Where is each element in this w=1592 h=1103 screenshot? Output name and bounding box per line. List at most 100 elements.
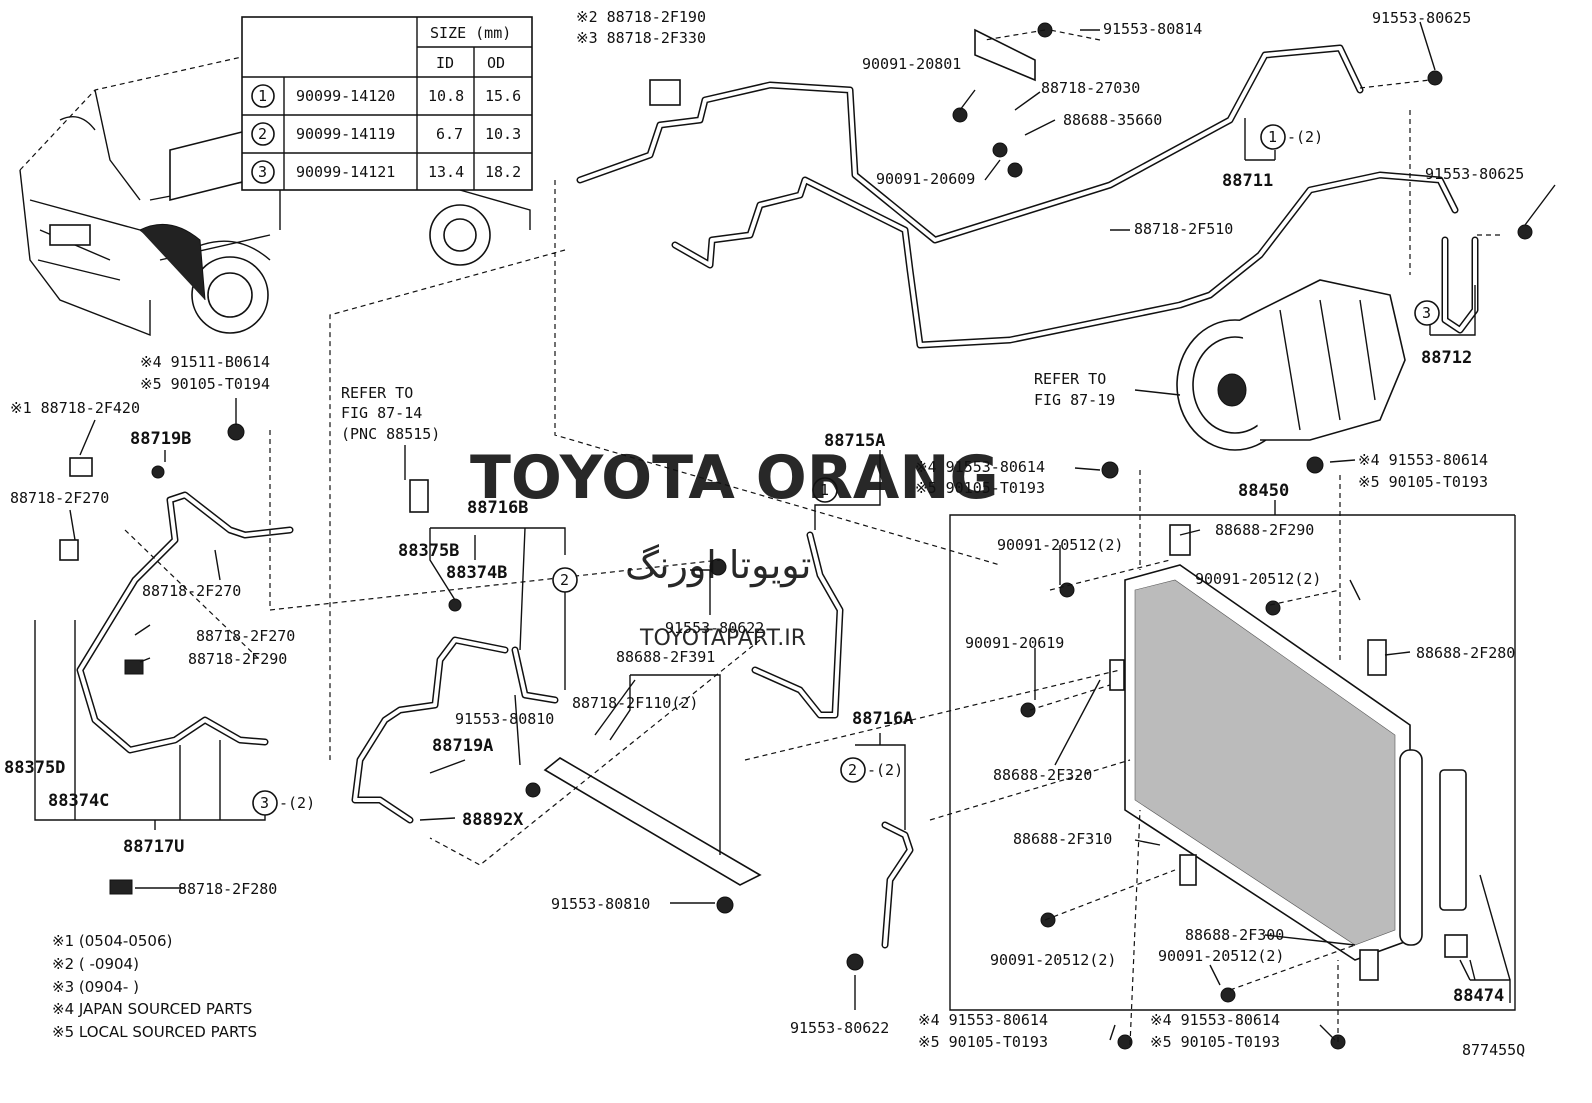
part-label: ※5 90105-T0193 bbox=[918, 1033, 1048, 1051]
part-label: 90091-20512(2) bbox=[1195, 570, 1321, 588]
footnote: ※4 JAPAN SOURCED PARTS bbox=[52, 1000, 252, 1018]
size-row-id: 10.8 bbox=[428, 87, 464, 105]
size-table-col-id: ID bbox=[436, 54, 454, 72]
size-row-num: 3 bbox=[258, 163, 267, 181]
refrigerant-pipes bbox=[76, 44, 1479, 949]
part-label: 88718-2F270 bbox=[142, 582, 241, 600]
part-label: 88718-2F270 bbox=[196, 627, 295, 645]
part-label: 91553-80622 bbox=[790, 1019, 889, 1037]
callout-2: 2 bbox=[560, 571, 569, 589]
part-label: 88711 bbox=[1222, 171, 1273, 191]
part-label: 88719B bbox=[130, 429, 191, 449]
part-label: 88718-2F510 bbox=[1134, 220, 1233, 238]
part-label: FIG 87-19 bbox=[1034, 391, 1115, 409]
watermark-brand: TOYOTA ORANG bbox=[470, 443, 999, 513]
footnote: ※3 (0904- ) bbox=[52, 978, 139, 996]
footnotes: ※1 (0504-0506) ※2 ( -0904) ※3 (0904- ) ※… bbox=[52, 932, 257, 1041]
part-label: 88718-2F280 bbox=[178, 880, 277, 898]
label-c2-2: -(2) bbox=[867, 761, 903, 779]
watermark: TOYOTA ORANG تویوتا اورنگ TOYOTAPART.IR bbox=[470, 443, 999, 651]
part-label: ※4 91553-80614 bbox=[915, 458, 1045, 476]
size-row-num: 2 bbox=[258, 125, 267, 143]
condenser bbox=[1124, 564, 1468, 961]
part-label: 88717U bbox=[123, 837, 184, 857]
part-label: ※5 90105-T0193 bbox=[915, 479, 1045, 497]
part-label: 88718-27030 bbox=[1041, 79, 1140, 97]
part-label: 88716B bbox=[467, 498, 528, 518]
size-table-col-od: OD bbox=[487, 54, 505, 72]
part-label: 88375D bbox=[4, 758, 65, 778]
footnote: ※5 LOCAL SOURCED PARTS bbox=[52, 1023, 257, 1041]
part-label: 88474 bbox=[1453, 986, 1504, 1006]
callout-1: 1 bbox=[820, 481, 829, 499]
part-label: 88718-2F290 bbox=[188, 650, 287, 668]
part-labels: ※2 88718-2F190 ※3 88718-2F330 91553-8081… bbox=[4, 8, 1525, 1059]
brackets-and-bolts bbox=[59, 22, 1533, 1050]
size-table: SIZE (mm) ID OD 1 90099-14120 10.8 15.6 … bbox=[241, 16, 533, 191]
part-label: 88718-2F270 bbox=[10, 489, 109, 507]
part-label: (PNC 88515) bbox=[341, 425, 440, 443]
part-label: 90091-20609 bbox=[876, 170, 975, 188]
size-row-od: 18.2 bbox=[485, 163, 521, 181]
part-label: REFER TO bbox=[341, 384, 413, 402]
part-label: ※4 91511-B0614 bbox=[140, 353, 270, 371]
part-label: 90091-20619 bbox=[965, 634, 1064, 652]
part-label: ※1 88718-2F420 bbox=[10, 399, 140, 417]
callout-3: 3 bbox=[1422, 304, 1431, 322]
part-label: 88719A bbox=[432, 736, 493, 756]
part-label: 88688-35660 bbox=[1063, 111, 1162, 129]
size-row-part: 90099-14119 bbox=[296, 125, 395, 143]
part-label: 90091-20801 bbox=[862, 55, 961, 73]
size-row-part: 90099-14121 bbox=[296, 163, 395, 181]
part-label: REFER TO bbox=[1034, 370, 1106, 388]
size-row-od: 15.6 bbox=[485, 87, 521, 105]
label-c3-2: -(2) bbox=[279, 794, 315, 812]
part-label: 88716A bbox=[852, 709, 913, 729]
leader-lines bbox=[34, 21, 1556, 1046]
part-label: 88715A bbox=[824, 431, 885, 451]
part-label: 88374B bbox=[446, 563, 507, 583]
size-table-header: SIZE (mm) bbox=[430, 24, 511, 42]
part-label: ※4 91553-80614 bbox=[1150, 1011, 1280, 1029]
part-label: ※3 88718-2F330 bbox=[576, 29, 706, 47]
part-label: 88688-2F391 bbox=[616, 648, 715, 666]
part-label: 88712 bbox=[1421, 348, 1472, 368]
part-label: ※2 88718-2F190 bbox=[576, 8, 706, 26]
part-label: 88450 bbox=[1238, 481, 1289, 501]
size-row-part: 90099-14120 bbox=[296, 87, 395, 105]
footnote: ※1 (0504-0506) bbox=[52, 932, 172, 950]
watermark-site: TOYOTAPART.IR bbox=[639, 626, 806, 651]
label-c1-2: -(2) bbox=[1287, 128, 1323, 146]
part-label: 88688-2F320 bbox=[993, 766, 1092, 784]
part-label: 88718-2F110(2) bbox=[572, 694, 698, 712]
part-label: 88688-2F310 bbox=[1013, 830, 1112, 848]
part-label: ※4 91553-80614 bbox=[918, 1011, 1048, 1029]
footnote: ※2 ( -0904) bbox=[52, 955, 139, 973]
part-label: 91553-80625 bbox=[1425, 165, 1524, 183]
part-label: FIG 87-14 bbox=[341, 404, 422, 422]
callout-3: 3 bbox=[260, 794, 269, 812]
part-label: 91553-80814 bbox=[1103, 20, 1202, 38]
callouts: 1 -(2) 3 3 -(2) 2 1 2 -(2) bbox=[252, 124, 1440, 816]
size-row-id: 6.7 bbox=[436, 125, 463, 143]
part-label: 88375B bbox=[398, 541, 459, 561]
callout-2: 2 bbox=[848, 761, 857, 779]
size-row-od: 10.3 bbox=[485, 125, 521, 143]
size-row-id: 13.4 bbox=[428, 163, 464, 181]
part-label: 90091-20512(2) bbox=[1158, 947, 1284, 965]
part-label: 88374C bbox=[48, 791, 109, 811]
part-label: 88892X bbox=[462, 810, 524, 830]
callout-1: 1 bbox=[1268, 128, 1277, 146]
part-label: 88688-2F280 bbox=[1416, 644, 1515, 662]
part-label: 90091-20512(2) bbox=[990, 951, 1116, 969]
part-label: 91553-80625 bbox=[1372, 9, 1471, 27]
part-label: ※5 90105-T0194 bbox=[140, 375, 270, 393]
part-label: 88688-2F300 bbox=[1185, 926, 1284, 944]
compressor bbox=[1176, 279, 1406, 451]
watermark-persian: تویوتا اورنگ bbox=[625, 543, 812, 588]
part-label: 91553-80810 bbox=[551, 895, 650, 913]
size-row-num: 1 bbox=[258, 87, 267, 105]
part-label: 88688-2F290 bbox=[1215, 521, 1314, 539]
